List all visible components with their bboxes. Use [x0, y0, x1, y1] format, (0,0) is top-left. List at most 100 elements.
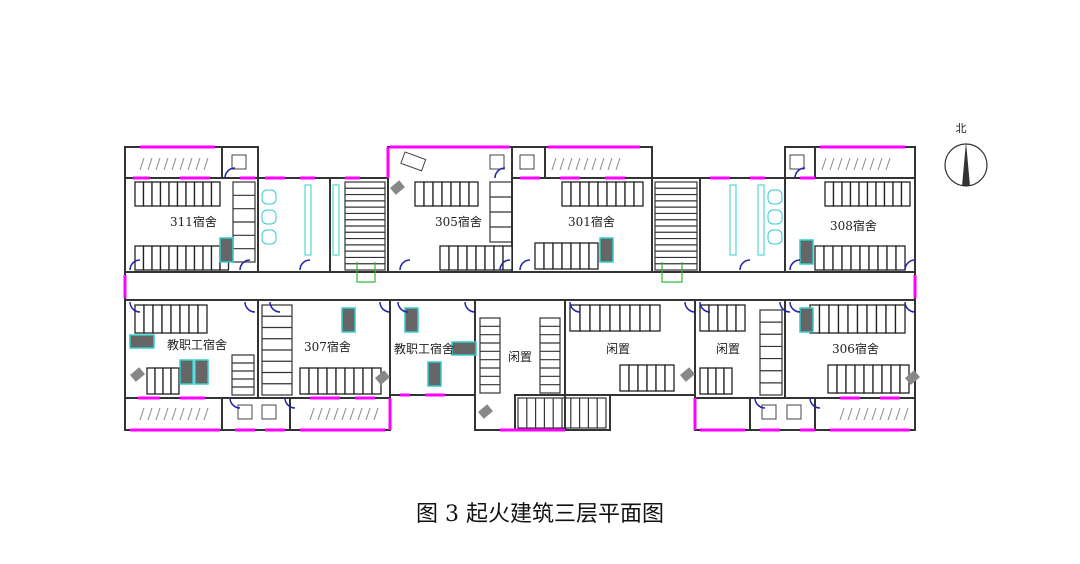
washbasin — [767, 189, 783, 205]
clothes-rack — [341, 407, 347, 421]
room-label-idle-1: 闲置 — [508, 350, 532, 364]
bunk-bed — [317, 367, 328, 395]
desk — [130, 367, 145, 382]
bunk-bed — [457, 245, 468, 271]
bunk-bed — [448, 245, 459, 271]
clothes-rack — [903, 407, 909, 421]
bunk-bed — [423, 181, 434, 207]
bunk-bed — [723, 367, 733, 395]
room-label-idle-3: 闲置 — [716, 342, 740, 356]
clothes-rack — [583, 157, 589, 171]
single-bed — [179, 359, 194, 385]
clothes-rack — [171, 157, 177, 171]
room-wall — [699, 177, 786, 273]
clothes-rack — [357, 407, 363, 421]
bunk-bed — [606, 181, 617, 207]
bunk-bed — [552, 242, 563, 270]
door-swing — [684, 301, 696, 313]
clothes-rack — [559, 157, 565, 171]
room-label-306: 306宿舍 — [832, 341, 879, 356]
bunk-bed — [193, 245, 204, 271]
bunk-bed — [850, 245, 861, 271]
bunk-bed — [633, 181, 644, 207]
clothes-rack — [187, 407, 193, 421]
bunk-bed — [823, 245, 834, 271]
door-swing — [904, 301, 916, 313]
bunk-bed — [170, 304, 181, 334]
bunk-bed — [159, 181, 170, 207]
clothes-rack — [853, 157, 859, 171]
bunk-bed — [615, 181, 626, 207]
bunk-bed — [569, 304, 581, 332]
room-wall — [694, 397, 751, 431]
stair-marker — [356, 262, 376, 283]
bunk-bed — [202, 181, 213, 207]
single-bed — [799, 239, 814, 265]
staircase — [479, 317, 501, 394]
clothes-rack — [575, 157, 581, 171]
bunk-bed — [841, 245, 852, 271]
door-swing — [229, 397, 241, 409]
bunk-bed — [168, 181, 179, 207]
bunk-bed — [624, 181, 635, 207]
bunk-bed — [353, 367, 364, 395]
washbasin — [767, 209, 783, 225]
bunk-bed — [185, 181, 196, 207]
desk — [375, 370, 390, 385]
bunk-bed — [362, 367, 373, 395]
clothes-rack — [163, 407, 169, 421]
clothes-rack — [187, 157, 193, 171]
desk — [905, 370, 920, 385]
clothes-rack — [155, 157, 161, 171]
bunk-bed — [570, 181, 581, 207]
bunk-bed — [619, 364, 630, 392]
door-swing — [789, 259, 801, 271]
bunk-bed — [841, 181, 852, 207]
room-label-308: 308宿舍 — [830, 218, 877, 233]
room-wall — [124, 271, 916, 301]
clothes-rack — [195, 407, 201, 421]
bunk-bed — [664, 364, 675, 392]
washbasin — [261, 229, 277, 245]
bunk-bed — [154, 367, 164, 395]
windows — [123, 145, 917, 432]
bunk-bed — [308, 367, 319, 395]
bunk-bed — [579, 181, 590, 207]
door-swing — [299, 259, 311, 271]
single-bed — [799, 307, 814, 333]
door-swing — [754, 397, 766, 409]
room-label-staff-1: 教职工宿舍 — [167, 337, 227, 352]
bunk-bed — [828, 304, 840, 334]
bunk-bed — [534, 242, 545, 270]
bunk-bed — [179, 304, 190, 334]
bunk-bed — [176, 181, 187, 207]
clothes-rack — [855, 407, 861, 421]
door-swing — [699, 301, 711, 313]
bunk-bed — [202, 245, 213, 271]
washbasin — [261, 209, 277, 225]
bunk-bed — [895, 245, 906, 271]
clothes-rack — [869, 157, 875, 171]
door-swing — [284, 397, 296, 409]
door-swing — [499, 259, 511, 271]
clothes-rack — [871, 407, 877, 421]
wash-trough — [304, 184, 312, 256]
bunk-bed — [162, 367, 172, 395]
room-label-311: 311宿舍 — [170, 214, 217, 229]
washbasin — [767, 229, 783, 245]
bunk-bed — [900, 181, 911, 207]
toilet — [237, 404, 253, 420]
bunk-bed — [707, 367, 717, 395]
stair-bunk — [759, 309, 783, 396]
bunk-bed — [176, 245, 187, 271]
bunk-bed — [152, 304, 163, 334]
bunk-bed — [142, 245, 153, 271]
bunk-bed — [832, 245, 843, 271]
bunk-bed — [170, 367, 180, 395]
wash-trough — [757, 184, 765, 256]
bunk-bed — [439, 245, 450, 271]
clothes-rack — [139, 157, 145, 171]
bunk-bed — [579, 242, 590, 270]
door-swing — [224, 167, 236, 179]
bunk-bed — [599, 304, 611, 332]
